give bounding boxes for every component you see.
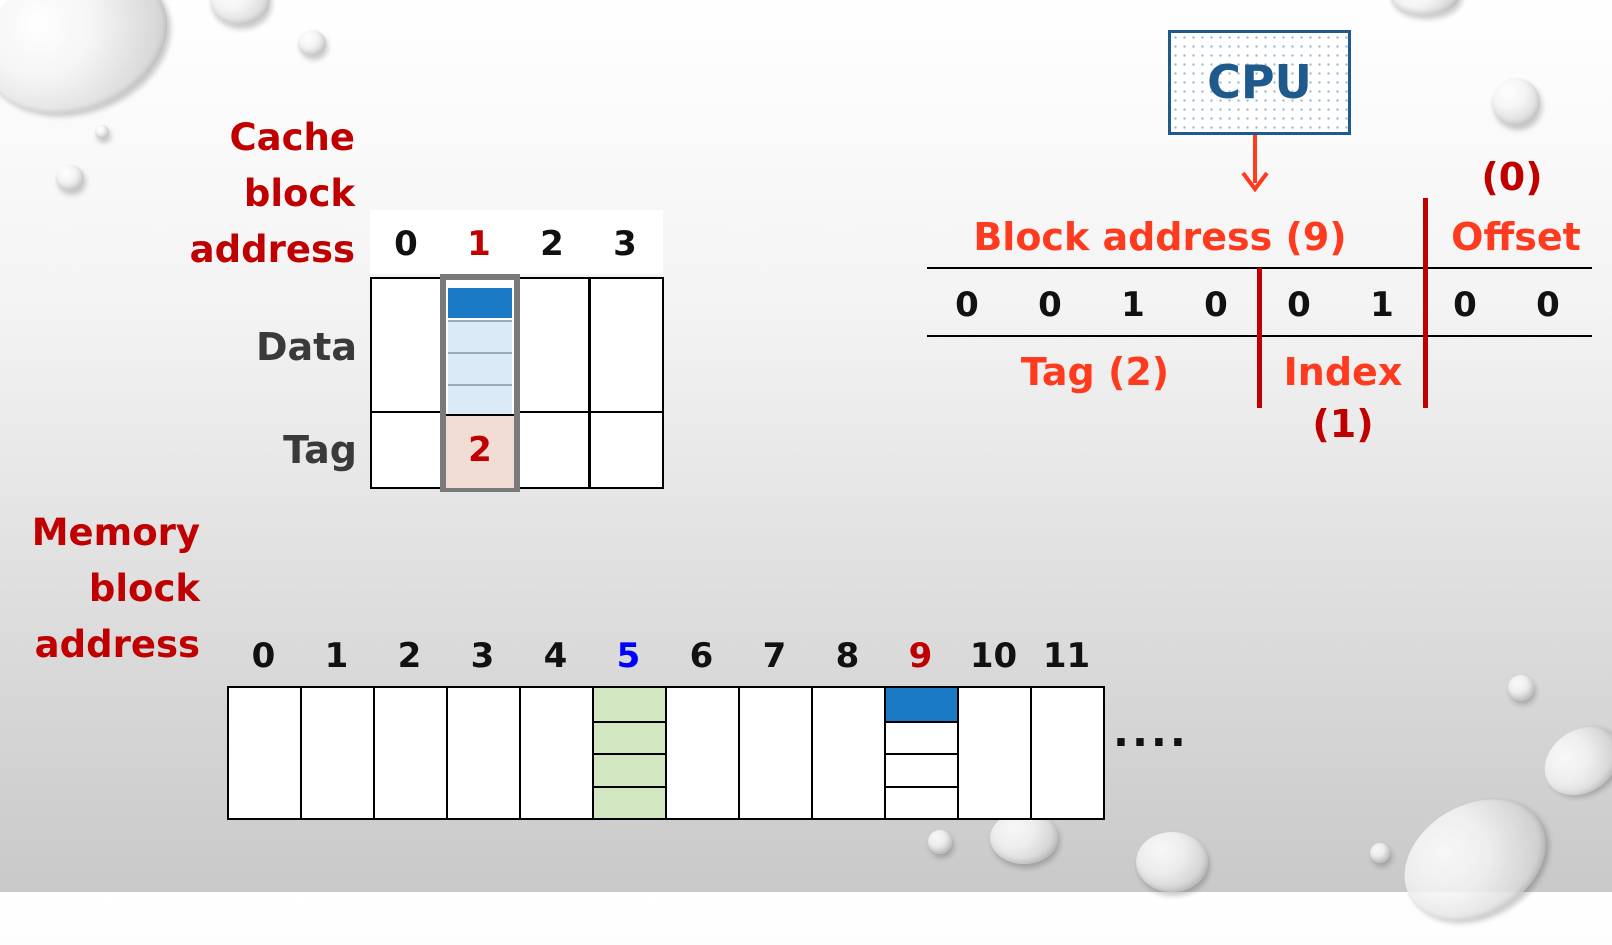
cache-tag-cell [370, 411, 444, 489]
memory-index: 8 [835, 636, 860, 676]
water-drop-decoration [928, 830, 952, 854]
memory-block [665, 686, 740, 820]
memory-block [300, 686, 375, 820]
cache-label-line: Cache [229, 116, 356, 159]
memory-index: 5 [616, 636, 641, 676]
memory-word [886, 753, 957, 786]
memory-label-line: Memory [31, 511, 200, 554]
cache-index: 3 [613, 224, 637, 264]
cache-word [448, 352, 512, 385]
offset-divider [1423, 198, 1428, 408]
address-bit: 0 [1287, 285, 1311, 325]
cache-label-line: address [189, 228, 355, 271]
memory-index: 1 [324, 636, 349, 676]
cache-index: 0 [394, 224, 418, 264]
cache-label-line: block [243, 172, 355, 215]
water-drop-decoration [1492, 78, 1540, 126]
cpu-box: CPU [1168, 30, 1351, 135]
cache-tag-value: 2 [468, 430, 492, 470]
cache-tag-cell [516, 411, 590, 489]
water-drop-decoration [990, 812, 1058, 864]
memory-index: 6 [689, 636, 714, 676]
cache-row-tag-label: Tag [283, 428, 357, 472]
memory-block [592, 686, 667, 820]
water-drop-decoration [1370, 843, 1390, 863]
memory-label-line: block [88, 567, 200, 610]
memory-continuation-ellipsis: .... [1113, 707, 1189, 756]
offset-label: Offset [1451, 215, 1581, 259]
memory-index: 2 [397, 636, 422, 676]
cache-index: 2 [540, 224, 564, 264]
cache-tag-field [446, 414, 514, 488]
memory-word [594, 688, 665, 721]
tag-index-divider [1257, 268, 1262, 408]
water-drop-decoration [95, 125, 109, 139]
memory-block [1030, 686, 1105, 820]
water-drop-decoration [1390, 0, 1460, 15]
address-bit: 0 [1038, 285, 1062, 325]
memory-index: 11 [1042, 636, 1091, 676]
cache-word-filled [448, 288, 512, 318]
address-bit: 0 [1204, 285, 1228, 325]
address-bit: 0 [1536, 285, 1560, 325]
memory-index: 9 [908, 636, 933, 676]
cache-word [448, 384, 512, 417]
memory-word [594, 753, 665, 786]
memory-word [886, 720, 957, 753]
memory-word [594, 720, 665, 753]
memory-word [886, 688, 957, 721]
water-drop-decoration [298, 30, 326, 56]
memory-label-line: address [34, 623, 200, 666]
memory-block-address-label: Memory block address [10, 505, 200, 673]
memory-word [594, 785, 665, 818]
cache-index: 1 [467, 224, 491, 264]
offset-count-label: (0) [1481, 155, 1543, 199]
water-drop-decoration [1531, 712, 1612, 810]
memory-block [957, 686, 1032, 820]
tag-field-label: Tag (2) [1020, 350, 1170, 394]
cache-data-cell [589, 277, 664, 413]
memory-block [373, 686, 448, 820]
index-field-label: Index [1283, 350, 1403, 394]
memory-block [884, 686, 959, 820]
memory-word [886, 785, 957, 818]
address-bit: 0 [955, 285, 979, 325]
memory-block [519, 686, 594, 820]
memory-block [446, 686, 521, 820]
cache-data-cell [370, 277, 444, 413]
cache-index-header [370, 210, 663, 274]
cpu-label: CPU [1207, 55, 1312, 109]
cpu-arrow [1241, 135, 1269, 193]
memory-block [811, 686, 886, 820]
water-drop-decoration [56, 165, 84, 191]
cache-table [370, 277, 664, 489]
memory-index: 0 [251, 636, 276, 676]
memory-index: 4 [543, 636, 568, 676]
index-field-value: (1) [1312, 402, 1374, 446]
memory-block [227, 686, 302, 820]
water-drop-decoration [1508, 675, 1534, 701]
memory-block [738, 686, 813, 820]
cache-block-address-label: Cache block address [150, 110, 355, 278]
cache-word [448, 320, 512, 353]
memory-index: 7 [762, 636, 787, 676]
address-bit: 0 [1453, 285, 1477, 325]
cache-tag-cell [589, 411, 664, 489]
memory-index: 3 [470, 636, 495, 676]
cache-row-data-label: Data [256, 325, 357, 369]
memory-index: 10 [969, 636, 1018, 676]
water-drop-decoration [210, 0, 270, 25]
address-bit: 1 [1370, 285, 1394, 325]
address-bit: 1 [1121, 285, 1145, 325]
cache-highlighted-block: 2 [440, 274, 520, 492]
cache-data-cell [516, 277, 590, 413]
block-address-label: Block address (9) [973, 215, 1347, 259]
water-drop-decoration [1136, 832, 1208, 892]
water-drop-decoration [1382, 774, 1568, 945]
